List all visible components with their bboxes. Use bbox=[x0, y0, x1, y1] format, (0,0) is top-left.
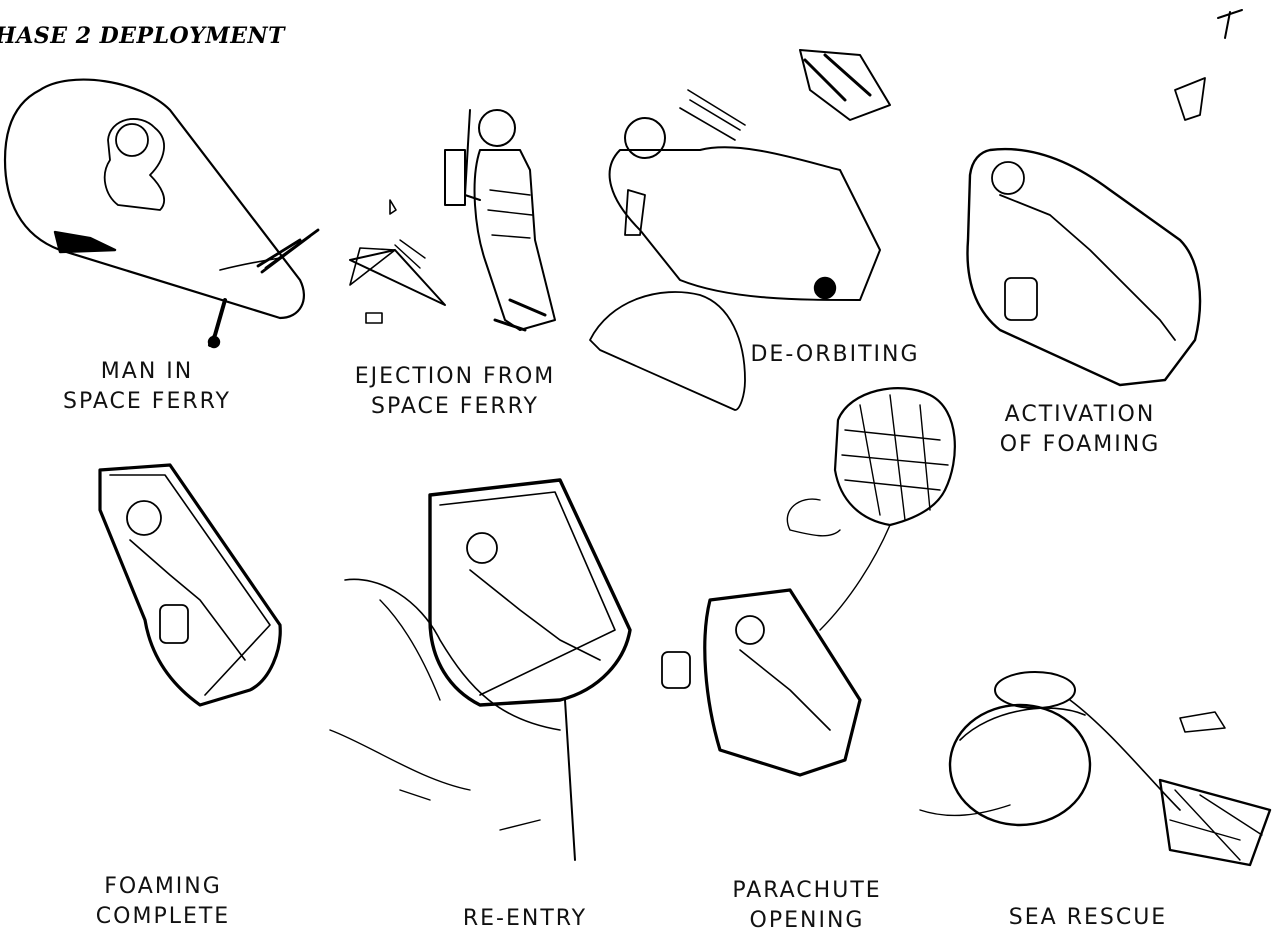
caption-sea-rescue: SEA RESCUE bbox=[1009, 903, 1167, 933]
caption-line: PARACHUTE bbox=[732, 876, 881, 906]
caption-de-orbiting: DE-ORBITING bbox=[750, 340, 919, 370]
sea-rescue-drawing bbox=[920, 672, 1270, 865]
caption-foaming-complete: FOAMING COMPLETE bbox=[96, 872, 230, 932]
caption-line: RE-ENTRY bbox=[463, 904, 587, 934]
caption-line: COMPLETE bbox=[96, 902, 230, 932]
caption-activation-of-foaming: ACTIVATION OF FOAMING bbox=[1000, 400, 1161, 460]
caption-parachute-opening: PARACHUTE OPENING bbox=[732, 876, 881, 936]
space-ferry-drawing bbox=[5, 80, 318, 347]
caption-ejection-from-space-ferry: EJECTION FROM SPACE FERRY bbox=[355, 362, 556, 422]
re-entry-drawing bbox=[330, 480, 630, 860]
caption-line: DE-ORBITING bbox=[750, 340, 919, 370]
activation-foaming-drawing bbox=[967, 149, 1200, 385]
caption-line: OPENING bbox=[732, 906, 881, 936]
caption-line: EJECTION FROM bbox=[355, 362, 556, 392]
foaming-complete-drawing bbox=[100, 465, 280, 705]
caption-re-entry: RE-ENTRY bbox=[463, 904, 587, 934]
caption-line: OF FOAMING bbox=[1000, 430, 1161, 460]
caption-line: ACTIVATION bbox=[1000, 400, 1161, 430]
satellite-drawing bbox=[1175, 10, 1242, 120]
ejection-drawing bbox=[350, 110, 555, 330]
caption-line: SPACE FERRY bbox=[63, 387, 231, 417]
caption-line: SPACE FERRY bbox=[355, 392, 556, 422]
caption-line: SEA RESCUE bbox=[1009, 903, 1167, 933]
caption-line: FOAMING bbox=[96, 872, 230, 902]
parachute-opening-drawing bbox=[662, 388, 955, 775]
caption-line: MAN IN bbox=[63, 357, 231, 387]
caption-man-in-space-ferry: MAN IN SPACE FERRY bbox=[63, 357, 231, 417]
